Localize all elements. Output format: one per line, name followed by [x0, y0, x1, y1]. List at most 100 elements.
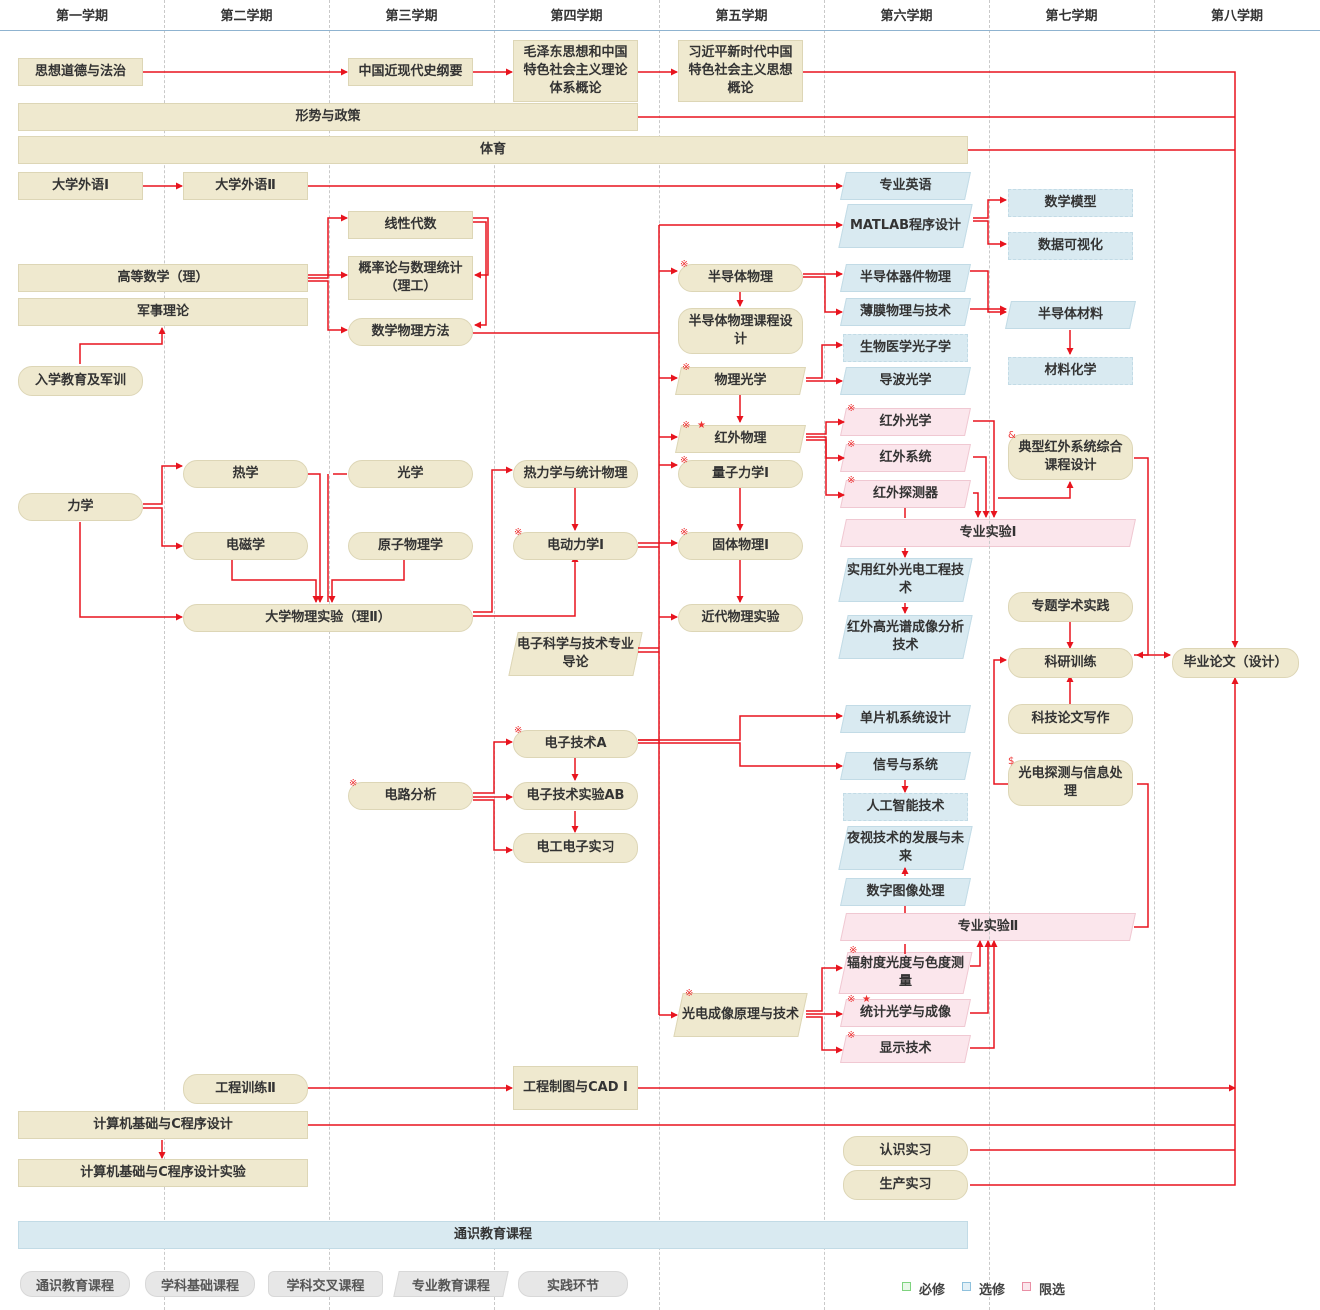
course-gailv[interactable]: 概率论与数理统计（理工）: [348, 256, 473, 300]
course-dongli[interactable]: 电动力学Ⅰ: [513, 532, 638, 560]
course-shuxuemoxing[interactable]: 数学模型: [1008, 189, 1133, 217]
course-dianxinghongwai[interactable]: 典型红外系统综合课程设计: [1008, 434, 1133, 480]
course-dawushiyan[interactable]: 大学物理实验（理Ⅱ）: [183, 604, 473, 632]
course-baomo[interactable]: 薄膜物理与技术: [843, 298, 968, 326]
semester-8-header: 第八学期: [1210, 9, 1263, 24]
course-liangzi[interactable]: 量子力学Ⅰ: [678, 460, 803, 488]
course-yeshi[interactable]: 夜视技术的发展与未来: [843, 826, 968, 870]
course-rengongzhineng[interactable]: 人工智能技术: [843, 793, 968, 821]
course-biyelunwen[interactable]: 毕业论文（设计）: [1172, 648, 1299, 678]
semester-1-header: 第一学期: [55, 9, 108, 24]
course-hongwaixitong[interactable]: 红外系统: [843, 444, 968, 472]
course-gaoguangpu[interactable]: 红外高光谱成像分析技术: [843, 615, 968, 659]
course-bandaotiqijian[interactable]: 半导体器件物理: [843, 264, 968, 292]
legend-limited: 限选: [1039, 1283, 1066, 1298]
course-shiyonghongwai[interactable]: 实用红外光电工程技术: [843, 558, 968, 602]
course-shuwufangfa[interactable]: 数学物理方法: [348, 318, 473, 346]
course-dianzijishuA[interactable]: 电子技术A: [513, 730, 638, 758]
course-keji[interactable]: 科技论文写作: [1008, 704, 1133, 734]
course-daobo[interactable]: 导波光学: [843, 367, 968, 395]
course-tongshi[interactable]: 通识教育课程: [18, 1221, 968, 1249]
course-keyanxunlian[interactable]: 科研训练: [1008, 648, 1133, 678]
semester-5-header: 第五学期: [715, 9, 768, 24]
ref-marker: ※: [680, 527, 689, 538]
course-hongwaiwuli[interactable]: 红外物理: [678, 425, 803, 453]
course-relixue[interactable]: 热力学与统计物理: [513, 460, 638, 488]
course-xingshi[interactable]: 形势与政策: [18, 103, 638, 131]
course-lixue[interactable]: 力学: [18, 493, 143, 521]
course-hongwaiguangxue[interactable]: 红外光学: [843, 408, 968, 436]
course-wuliguangxue[interactable]: 物理光学: [678, 367, 803, 395]
course-tiyu[interactable]: 体育: [18, 136, 968, 164]
course-diangong[interactable]: 电工电子实习: [513, 833, 638, 863]
semester-4-header: 第四学期: [550, 9, 603, 24]
legend-required-swatch: [902, 1282, 911, 1291]
course-dianlu[interactable]: 电路分析: [348, 782, 473, 810]
legend-elective: 选修: [979, 1283, 1006, 1298]
course-cailiaohuaxue[interactable]: 材料化学: [1008, 357, 1133, 385]
course-waiyu1[interactable]: 大学外语Ⅰ: [18, 172, 143, 200]
course-bandaoticailiao[interactable]: 半导体材料: [1008, 301, 1133, 329]
course-matlab[interactable]: MATLAB程序设计: [843, 204, 968, 248]
legend-required: 必修: [919, 1283, 946, 1298]
course-shujukeshihua[interactable]: 数据可视化: [1008, 232, 1133, 260]
course-zhuanyeshiyan2[interactable]: 专业实验Ⅱ: [843, 913, 1133, 941]
course-jisuanji[interactable]: 计算机基础与C程序设计: [18, 1111, 308, 1139]
course-hongwaitanceqi[interactable]: 红外探测器: [843, 480, 968, 508]
course-sixiang[interactable]: 思想道德与法治: [18, 58, 143, 86]
course-waiyu2[interactable]: 大学外语Ⅱ: [183, 172, 308, 200]
course-xianshi[interactable]: 显示技术: [843, 1035, 968, 1063]
course-fushedu[interactable]: 辐射度光度与色度测量: [843, 952, 968, 994]
course-zhuanyeshiyan1[interactable]: 专业实验Ⅰ: [843, 519, 1133, 547]
course-dianzikexue[interactable]: 电子科学与技术专业导论: [513, 632, 638, 676]
course-guangdianchengxiang[interactable]: 光电成像原理与技术: [678, 993, 803, 1037]
course-guti[interactable]: 固体物理Ⅰ: [678, 532, 803, 560]
legend-category-major: 专业教育课程: [393, 1271, 509, 1297]
course-xi[interactable]: 习近平新时代中国特色社会主义思想概论: [678, 40, 803, 102]
course-rexue[interactable]: 热学: [183, 460, 308, 488]
amp-marker: &: [1008, 430, 1016, 441]
course-yuanzi[interactable]: 原子物理学: [348, 532, 473, 560]
course-dianzishiyan[interactable]: 电子技术实验AB: [513, 782, 638, 810]
legend-limited-swatch: [1022, 1282, 1031, 1291]
course-junshililun[interactable]: 军事理论: [18, 298, 308, 326]
course-shuzituxiang[interactable]: 数字图像处理: [843, 878, 968, 906]
course-jindaiwuli[interactable]: 近代物理实验: [678, 604, 803, 632]
course-danpianji[interactable]: 单片机系统设计: [843, 705, 968, 733]
course-ruxue[interactable]: 入学教育及军训: [18, 366, 143, 396]
course-guangdiantance[interactable]: 光电探测与信息处理: [1008, 760, 1133, 806]
ref-marker: ※: [685, 988, 694, 999]
course-gongchengxunlian[interactable]: 工程训练Ⅱ: [183, 1074, 308, 1104]
semester-3-header: 第三学期: [385, 9, 438, 24]
course-zhuanyeyingyu[interactable]: 专业英语: [843, 172, 968, 200]
course-maogai[interactable]: 毛泽东思想和中国特色社会主义理论体系概论: [513, 40, 638, 102]
course-gaoshu[interactable]: 高等数学（理）: [18, 264, 308, 292]
dollar-marker: $: [1008, 756, 1015, 767]
course-jisuanjishiyan[interactable]: 计算机基础与C程序设计实验: [18, 1159, 308, 1187]
course-guangxue[interactable]: 光学: [348, 460, 473, 488]
course-bandaotiwuli[interactable]: 半导体物理: [678, 264, 803, 292]
course-renshi[interactable]: 认识实习: [843, 1136, 968, 1166]
semester-2-header: 第二学期: [220, 9, 273, 24]
ref-marker: ※: [349, 778, 358, 789]
ref-marker: ※: [680, 455, 689, 466]
ref-marker: ※: [847, 439, 856, 450]
course-bandaotikecheng[interactable]: 半导体物理课程设计: [678, 308, 803, 354]
course-xiandai[interactable]: 线性代数: [348, 211, 473, 239]
legend-category-general: 通识教育课程: [20, 1271, 130, 1297]
course-zhitu[interactable]: 工程制图与CAD Ⅰ: [513, 1066, 638, 1110]
legend-category-major-label: 专业教育课程: [411, 1278, 490, 1294]
ref-marker: ※: [847, 994, 856, 1005]
course-xinhao[interactable]: 信号与系统: [843, 752, 968, 780]
course-dianci[interactable]: 电磁学: [183, 532, 308, 560]
ref-marker: ※: [514, 527, 523, 538]
course-zhuantixueshu[interactable]: 专题学术实践: [1008, 592, 1133, 622]
course-jindaishi[interactable]: 中国近现代史纲要: [348, 58, 473, 86]
star-marker: ★: [697, 420, 706, 431]
course-shengwuyixue[interactable]: 生物医学光子学: [843, 334, 968, 362]
ref-marker: ※: [514, 725, 523, 736]
course-shengchan[interactable]: 生产实习: [843, 1170, 968, 1200]
legend-category-basic: 学科基础课程: [145, 1271, 255, 1297]
ref-marker: ※: [680, 259, 689, 270]
course-tongjiguangxue[interactable]: 统计光学与成像: [843, 999, 968, 1027]
